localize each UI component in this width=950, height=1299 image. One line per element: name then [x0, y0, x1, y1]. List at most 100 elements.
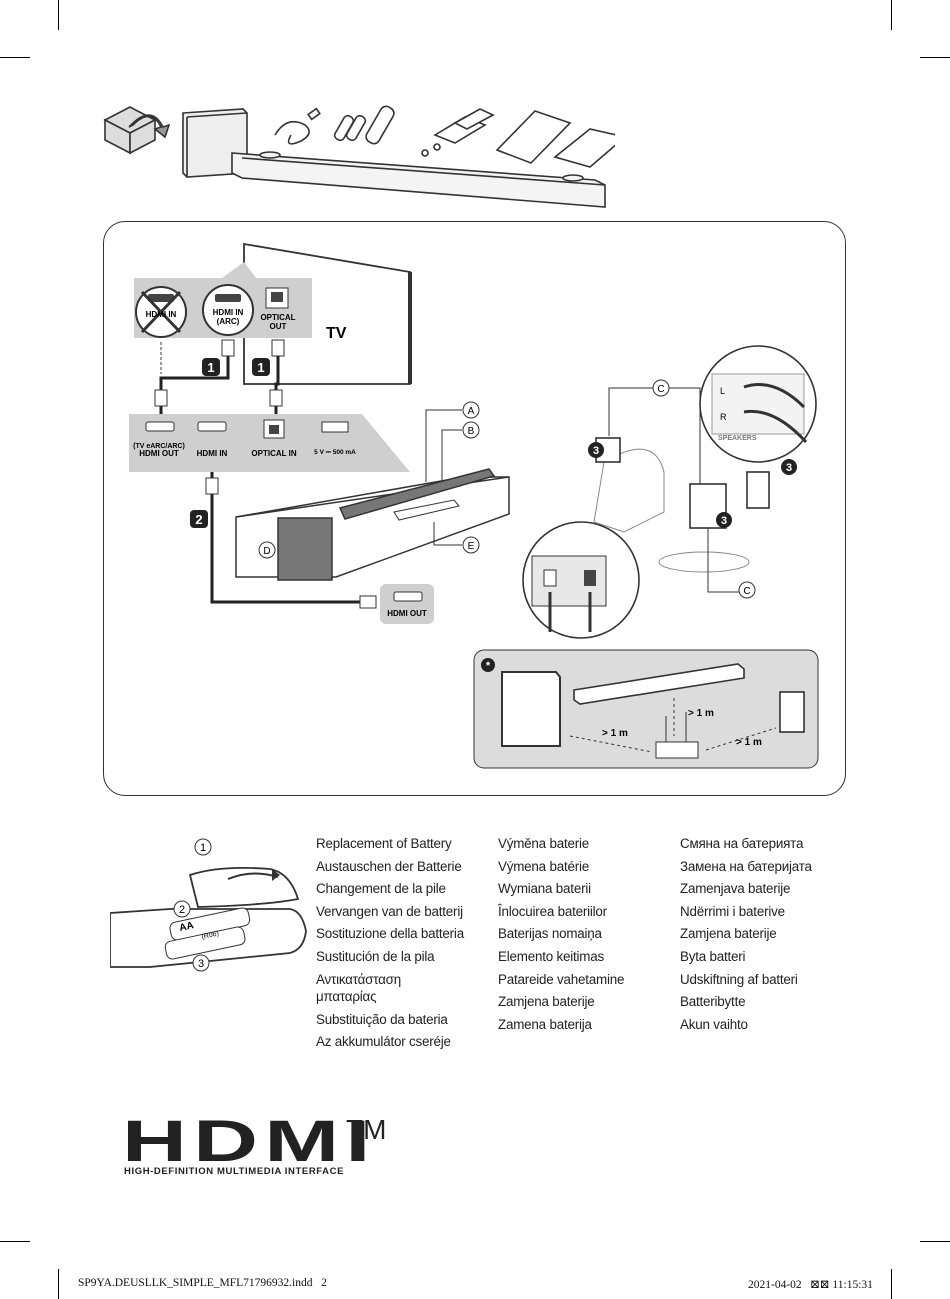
hdmi-in-arc-label-2: (ARC)	[217, 317, 240, 326]
battery-text-column-1: Replacement of Battery Austauschen der B…	[316, 833, 464, 1054]
svg-text:HDMI IN: HDMI IN	[197, 449, 228, 458]
lang-line: Austauschen der Batterie	[316, 858, 462, 874]
label-c-bottom: C	[738, 581, 756, 599]
tv-optical-out-port: OPTICAL OUT	[260, 287, 296, 331]
lang-line: Замена на батеријата	[680, 858, 812, 874]
svg-text:(TV eARC/ARC): (TV eARC/ARC)	[133, 443, 185, 450]
svg-text:SPEAKERS: SPEAKERS	[718, 435, 757, 442]
svg-text:C: C	[657, 384, 664, 395]
battery-step-3: 3	[192, 954, 210, 972]
svg-text:HDMI OUT: HDMI OUT	[387, 609, 427, 618]
crop-mark	[920, 1241, 950, 1242]
crop-mark	[0, 1241, 30, 1242]
step-1a-badge: 1	[202, 358, 220, 376]
lang-line: Αντικατάσταση μπαταρίας	[316, 971, 401, 1005]
svg-text:3: 3	[593, 445, 599, 457]
optical-out-label-2: OUT	[270, 322, 287, 331]
label-a: A	[462, 401, 480, 419]
connection-diagram: HDMI IN HDMI IN (ARC) OPTICAL OUT TV 1 1…	[129, 242, 819, 769]
svg-text:R: R	[720, 412, 727, 422]
lang-line: Sostituzione della batteria	[316, 926, 464, 942]
lang-line: Zamjena baterije	[498, 994, 595, 1010]
lang-line: Zamena baterija	[498, 1016, 592, 1032]
bar-hdmi-in-port: HDMI IN	[197, 421, 228, 458]
lang-line: Výmena batérie	[498, 858, 589, 874]
lang-line: Ndërrimi i baterive	[680, 903, 785, 919]
soundbar-front	[338, 468, 496, 520]
crop-mark	[58, 0, 59, 30]
box-contents-illustration	[103, 105, 615, 208]
rear-speaker-room-scene: C C 3 3 3	[588, 379, 797, 599]
lang-line: Zamenjava baterije	[680, 881, 791, 897]
label-e: E	[462, 536, 480, 554]
lang-line: Az akkumulátor cseréje	[316, 1034, 451, 1050]
step-3c-badge: 3	[781, 459, 797, 475]
crop-mark	[0, 57, 30, 58]
bar-usb-port: 5 V ⎓ 500 mA	[314, 421, 356, 456]
lang-line: Akun vaihto	[680, 1016, 748, 1032]
distance-label-1: > 1 m	[602, 728, 628, 739]
hdmi-in-crossed-port: HDMI IN	[135, 286, 187, 338]
svg-text:C: C	[743, 586, 750, 597]
hdmi-in-arc-label-1: HDMI IN	[213, 308, 244, 317]
svg-text:*: *	[486, 660, 491, 672]
lang-line: Batteribytte	[680, 994, 746, 1010]
battery-step-2: 2	[173, 900, 191, 918]
lang-line: Replacement of Battery	[316, 836, 452, 851]
crop-mark	[891, 0, 892, 30]
battery-r06-label: (R06)	[201, 930, 220, 940]
svg-text:3: 3	[786, 462, 792, 474]
lang-line: Elemento keitimas	[498, 948, 605, 964]
lang-line: Sustitución de la pila	[316, 948, 435, 964]
wall-bracket-icon	[421, 108, 495, 157]
svg-text:OPTICAL IN: OPTICAL IN	[251, 449, 296, 458]
crop-mark	[920, 57, 950, 58]
svg-text:HDMI OUT: HDMI OUT	[139, 449, 179, 458]
svg-text:3: 3	[721, 515, 727, 527]
hdmi-in-arc-port: HDMI IN (ARC)	[202, 284, 254, 336]
svg-text:2: 2	[195, 512, 202, 527]
connection-diagram-frame	[103, 221, 846, 796]
crop-mark	[891, 1269, 892, 1299]
svg-text:1: 1	[257, 360, 264, 375]
lang-line: Byta batteri	[680, 948, 746, 964]
lang-line: Zamjena baterije	[680, 926, 777, 942]
svg-text:3: 3	[198, 958, 204, 970]
step-3b-badge: 3	[716, 512, 732, 528]
lang-line: Смяна на батерията	[680, 836, 804, 851]
lang-line: Patareide vahetamine	[498, 971, 625, 987]
power-cord-icon	[274, 107, 321, 145]
lang-line: Výměna baterie	[498, 836, 589, 851]
footer-timestamp: 2021-04-02 ⊠⊠ 11:15:31	[748, 1279, 873, 1291]
battery-text-column-3: Смяна на батерията Замена на батеријата …	[680, 833, 812, 1036]
hdmi-logo-wordmark: HDMI	[122, 1109, 377, 1174]
svg-text:A: A	[468, 406, 475, 417]
label-c-top: C	[652, 379, 670, 397]
step-2-badge: 2	[190, 510, 208, 528]
hdmi-in-crossed-label: HDMI IN	[146, 310, 177, 319]
step-1b-badge: 1	[252, 358, 270, 376]
unbox-icon	[103, 106, 171, 155]
crop-mark	[58, 1269, 59, 1299]
battery-step-1: 1	[194, 838, 212, 856]
manual-icon	[495, 110, 615, 168]
svg-text:2: 2	[179, 904, 185, 916]
distance-label-2: > 1 m	[688, 708, 714, 719]
tv-label: TV	[326, 325, 347, 342]
bar-hdmi-out-port: (TV eARC/ARC) HDMI OUT	[133, 421, 185, 458]
optical-out-label-1: OPTICAL	[260, 313, 295, 322]
hdmi-logo-tagline: HIGH-DEFINITION MULTIMEDIA INTERFACE	[124, 1166, 345, 1177]
placement-distance-inset: * > 1 m > 1 m > 1 m	[473, 649, 819, 769]
svg-text:E: E	[468, 541, 475, 552]
svg-text:5 V ⎓ 500 mA: 5 V ⎓ 500 mA	[314, 449, 356, 456]
external-device-hdmi-out: HDMI OUT	[380, 584, 434, 624]
battery-aa-label: AA	[178, 920, 194, 934]
lang-line: Baterijas nomaiņa	[498, 926, 602, 942]
svg-text:D: D	[263, 546, 270, 557]
bar-optical-in-port: OPTICAL IN	[251, 419, 297, 458]
hdmi-logo-tm: TM	[346, 1114, 387, 1145]
svg-text:1: 1	[200, 842, 206, 854]
lang-line: Changement de la pile	[316, 881, 446, 897]
svg-text:B: B	[468, 426, 475, 437]
lang-line: Substituição da bateria	[316, 1011, 448, 1027]
